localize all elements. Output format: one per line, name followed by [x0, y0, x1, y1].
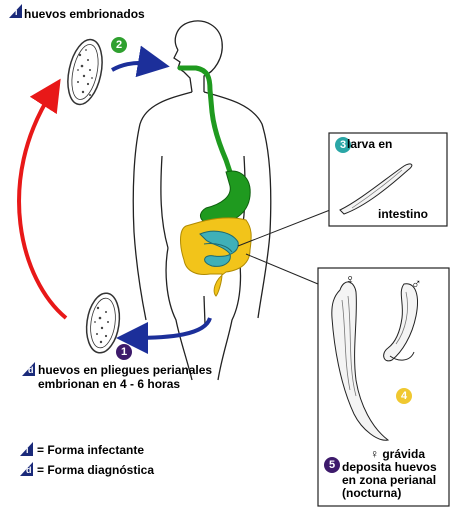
- label-gravid-line1: ♀ grávida: [370, 447, 426, 461]
- label-embryonated-eggs: huevos embrionados: [24, 7, 145, 21]
- label-perianal-line2: embrionan en 4 - 6 horas: [38, 377, 181, 391]
- digestive-tract: [177, 65, 252, 297]
- perianal-egg: [85, 292, 121, 354]
- female-symbol: ♀: [345, 271, 356, 287]
- small-intestine: [199, 230, 239, 267]
- label-larva-title: larva en: [347, 137, 393, 151]
- badge-letter-d-perianal: d: [28, 365, 34, 375]
- label-gravid-line3: en zona perianal: [342, 473, 437, 487]
- badge-letter-d-legend: d: [26, 465, 32, 475]
- male-symbol: ♂: [411, 275, 422, 291]
- embryonated-egg: [67, 38, 103, 106]
- esophagus: [177, 65, 235, 181]
- label-perianal-line1: huevos en pliegues perianales: [38, 363, 213, 377]
- leader-line-adults: [245, 253, 319, 285]
- legend-diagnostic-icon-top: [22, 362, 35, 376]
- badge-letter-i-top: i: [15, 7, 18, 17]
- legend-infective-icon-bottom: [20, 442, 33, 456]
- legend-infective-icon: [9, 4, 22, 18]
- label-larva-sub: intestino: [378, 207, 428, 221]
- stomach: [199, 170, 251, 225]
- legend-infective-label: = Forma infectante: [37, 443, 145, 457]
- step-5-badge: 5: [324, 457, 340, 473]
- step-2-badge: 2: [111, 37, 127, 53]
- legend-diagnostic-label: = Forma diagnóstica: [37, 463, 155, 477]
- male-worm: [383, 283, 418, 362]
- arrow-to-mouth: [111, 45, 170, 78]
- legend-diagnostic-icon-bottom: [20, 462, 33, 476]
- step-4-badge: 4: [396, 388, 412, 404]
- arrow-to-perianal: [116, 317, 212, 354]
- label-gravid-line2: deposita huevos: [342, 460, 437, 474]
- badge-letter-i-legend: i: [26, 445, 29, 455]
- step-3-badge: 3: [335, 137, 351, 153]
- female-worm: [331, 281, 390, 441]
- leader-line-larva: [237, 209, 331, 247]
- arrow-egg-cycle: [17, 78, 68, 320]
- label-gravid-line4: (nocturna): [342, 486, 402, 500]
- step-1-badge: 1: [116, 344, 132, 360]
